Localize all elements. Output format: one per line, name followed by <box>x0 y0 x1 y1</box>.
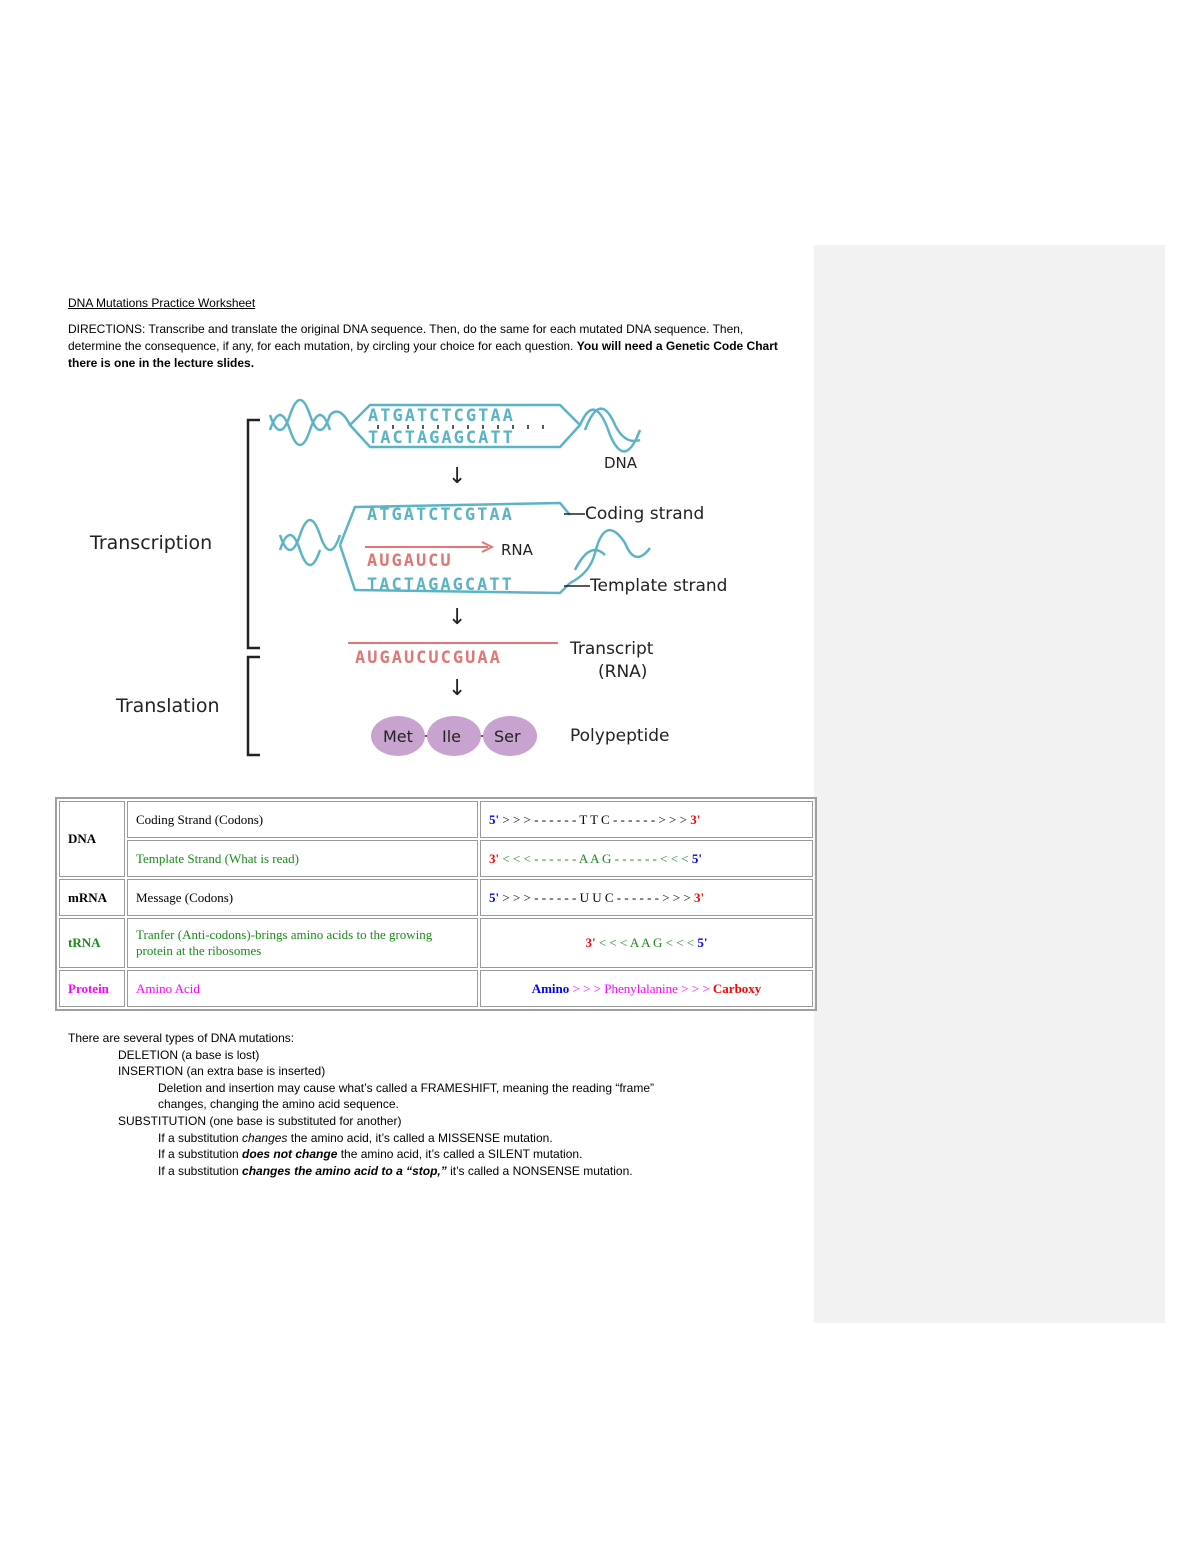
arrow-2: ↓ <box>448 605 466 630</box>
template-value: 3' < < < - - - - - - A A G - - - - - - <… <box>480 840 813 877</box>
template-seq: TACTAGAGCATT <box>367 575 514 595</box>
frameshift-line-2: changes, changing the amino acid sequenc… <box>158 1097 399 1112</box>
protein-desc: Amino Acid <box>127 970 478 1007</box>
amino-ser: Ser <box>494 727 521 746</box>
protein-value: Amino > > > Phenylalanine > > > Carboxy <box>480 970 813 1007</box>
types-intro: There are several types of DNA mutations… <box>68 1031 295 1045</box>
trna-value: 3' < < < A A G < < < 5' <box>480 918 813 968</box>
protein-row-label: Protein <box>59 970 125 1007</box>
directions-line-2a: determine the consequence, if any, for e… <box>68 339 577 353</box>
dna-top-seq: ATGATCTCGTAA <box>368 406 515 426</box>
ser-bead <box>483 716 537 756</box>
nonsense-line: If a substitution changes the amino acid… <box>158 1163 633 1178</box>
mutation-types: There are several types of DNA mutations… <box>68 1030 808 1179</box>
comment-pane <box>814 245 1165 1323</box>
missense-line: If a substitution changes the amino acid… <box>158 1130 553 1145</box>
table-row: Protein Amino Acid Amino > > > Phenylala… <box>59 970 813 1007</box>
directions-line-2: determine the consequence, if any, for e… <box>68 338 808 355</box>
arrow-3: ↓ <box>448 676 466 701</box>
trna-desc: Tranfer (Anti-codons)-brings amino acids… <box>127 918 478 968</box>
table-row: mRNA Message (Codons) 5' > > > - - - - -… <box>59 879 813 916</box>
rna-label: RNA <box>501 541 534 559</box>
arrow-1: ↓ <box>448 464 466 489</box>
page-title: DNA Mutations Practice Worksheet <box>68 296 256 310</box>
mrna-row-label: mRNA <box>59 879 125 916</box>
frameshift-line-1: Deletion and insertion may cause what’s … <box>158 1080 655 1095</box>
directions-line-2b: You will need a Genetic Code Chart <box>576 339 778 353</box>
codon-table: DNA Coding Strand (Codons) 5' > > > - - … <box>55 797 817 1011</box>
coding-value: 5' > > > - - - - - - T T C - - - - - - >… <box>480 801 813 838</box>
transcription-label: Transcription <box>89 532 212 554</box>
dna-row-label: DNA <box>59 801 125 877</box>
transcript-seq: AUGAUCUCGUAA <box>355 648 502 668</box>
transcription-bubble <box>278 501 651 595</box>
substitution-line: SUBSTITUTION (one base is substituted fo… <box>118 1113 402 1128</box>
directions-line-3: there is one in the lecture slides. <box>68 356 255 370</box>
message-desc: Message (Codons) <box>127 879 478 916</box>
coding-strand-label: Coding strand <box>585 504 704 524</box>
table-row: DNA Coding Strand (Codons) 5' > > > - - … <box>59 801 813 877</box>
amino-met: Met <box>383 727 413 746</box>
directions: DIRECTIONS: Transcribe and translate the… <box>68 321 808 372</box>
template-strand-label: Template strand <box>589 576 727 596</box>
ile-bead <box>427 716 481 756</box>
coding-seq: ATGATCTCGTAA <box>367 505 514 525</box>
rna-partial-seq: AUGAUCU <box>367 551 453 571</box>
central-dogma-diagram: ATGATCTCGTAA TACTAGAGCATT DNA ↓ ATGATCTC… <box>80 395 780 765</box>
dna-bottom-seq: TACTAGAGCATT <box>368 428 515 448</box>
insertion-line: INSERTION (an extra base is inserted) <box>118 1064 326 1079</box>
met-bead <box>371 716 425 756</box>
message-value: 5' > > > - - - - - - U U C - - - - - - >… <box>480 879 813 916</box>
translation-label: Translation <box>115 695 220 717</box>
dna-label: DNA <box>604 454 638 472</box>
transcript-label: Transcript <box>569 639 654 659</box>
transcript-rna-label: (RNA) <box>598 662 647 682</box>
template-desc: Template Strand (What is read) <box>127 840 478 877</box>
amino-ile: Ile <box>442 727 461 746</box>
directions-line-1: DIRECTIONS: Transcribe and translate the… <box>68 322 744 336</box>
table-row: Template Strand (What is read) 3' < < < … <box>59 840 813 877</box>
deletion-line: DELETION (a base is lost) <box>118 1047 260 1062</box>
trna-row-label: tRNA <box>59 918 125 968</box>
coding-desc: Coding Strand (Codons) <box>127 801 478 838</box>
polypeptide-label: Polypeptide <box>570 726 670 746</box>
table-row: tRNA Tranfer (Anti-codons)-brings amino … <box>59 918 813 968</box>
silent-line: If a substitution does not change the am… <box>158 1147 583 1162</box>
dna-helix <box>268 398 642 453</box>
